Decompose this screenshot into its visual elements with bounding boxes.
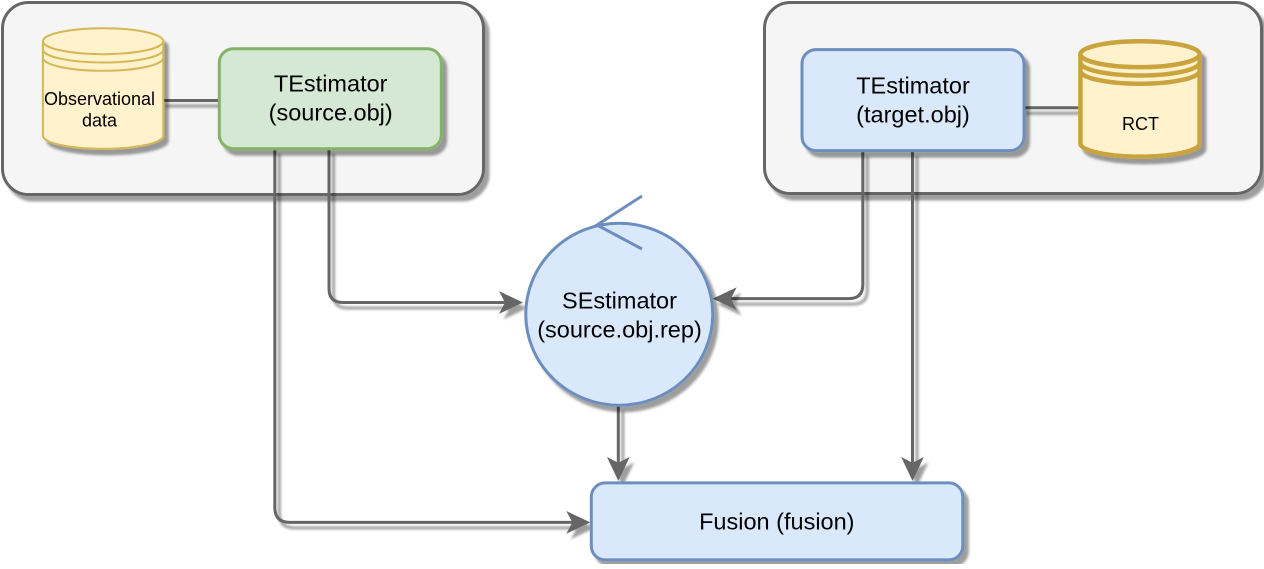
svg-text:Observational: Observational (44, 89, 155, 109)
svg-text:data: data (82, 110, 118, 130)
svg-text:RCT: RCT (1122, 114, 1159, 134)
svg-text:TEstimator: TEstimator (274, 71, 388, 97)
svg-text:SEstimator: SEstimator (562, 287, 677, 313)
svg-text:TEstimator: TEstimator (856, 72, 970, 98)
svg-text:Fusion (fusion): Fusion (fusion) (699, 509, 854, 535)
svg-text:(target.obj): (target.obj) (856, 101, 970, 127)
svg-text:(source.obj.rep): (source.obj.rep) (537, 316, 702, 342)
svg-text:(source.obj): (source.obj) (269, 100, 393, 126)
